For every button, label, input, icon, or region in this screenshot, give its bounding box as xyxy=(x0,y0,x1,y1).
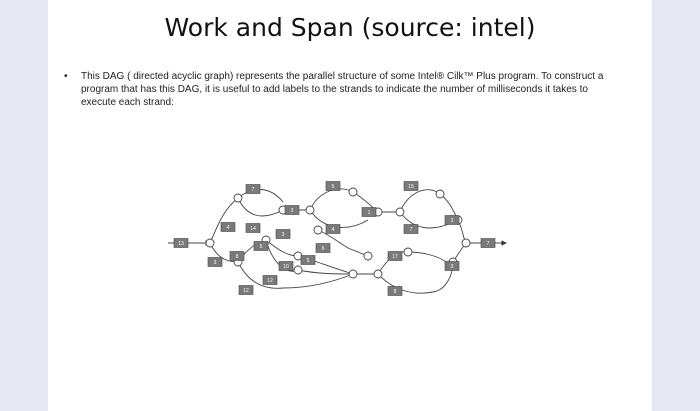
strand-box-s_b1: 5 xyxy=(325,181,341,191)
strand-box-s_l1: 4 xyxy=(220,222,236,232)
strand-label: 3 xyxy=(451,218,454,224)
strand-label: 14 xyxy=(250,226,256,232)
strand-box-s_m3: 12 xyxy=(238,285,254,295)
strand-label: 3 xyxy=(291,208,294,214)
strand-label: 6 xyxy=(322,246,325,252)
strand-box-s_out: 7 xyxy=(480,238,496,248)
strand-label: 4 xyxy=(227,225,230,231)
strand-label: 12 xyxy=(267,278,273,284)
strand-box-s_m6: 10 xyxy=(278,261,294,271)
strand-box-s_m4: 12 xyxy=(262,275,278,285)
strand-label: 4 xyxy=(332,227,335,233)
slide-title: Work and Span (source: intel) xyxy=(164,13,536,42)
strand-label: 5 xyxy=(260,244,263,250)
strand-box-s_c2: 7 xyxy=(403,224,419,234)
strand-label: 5 xyxy=(307,258,310,264)
strand-box-s_r1: 3 xyxy=(444,215,460,225)
strand-label: 10 xyxy=(283,264,289,270)
bullet-text: This DAG ( directed acyclic graph) repre… xyxy=(81,71,604,108)
strand-label: 7 xyxy=(487,241,490,247)
strand-label: 3 xyxy=(451,264,454,270)
strand-box-s_b2: 4 xyxy=(325,224,341,234)
strand-box-s_a1: 7 xyxy=(245,184,261,194)
strand-label: 12 xyxy=(243,288,249,294)
strand-box-s_m5: 3 xyxy=(275,229,291,239)
strand-label: 1 xyxy=(368,210,371,216)
strand-label: 5 xyxy=(332,184,335,190)
bullet-marker: • xyxy=(64,71,68,82)
strand-box-s_j2: 1 xyxy=(361,207,377,217)
strand-label: 8 xyxy=(394,289,397,295)
strand-box-s_m7: 5 xyxy=(300,255,316,265)
strand-label: 17 xyxy=(392,254,398,260)
strand-box-s_n1: 17 xyxy=(387,251,403,261)
strand-box-s_in: 13 xyxy=(173,238,189,248)
strand-box-s_r2: 3 xyxy=(444,261,460,271)
strand-label: 15 xyxy=(408,184,414,190)
strand-label: 7 xyxy=(410,227,413,233)
strand-label: 3 xyxy=(214,260,217,266)
strand-box-s_l2: 3 xyxy=(207,257,223,267)
strand-box-s_n2: 8 xyxy=(387,286,403,296)
strand-box-s_m1: 8 xyxy=(229,251,245,261)
strand-box-s_a2: 14 xyxy=(245,223,261,233)
strand-box-s_c1: 15 xyxy=(403,181,419,191)
strand-box-s_m8: 6 xyxy=(315,243,331,253)
strand-box-s_m2: 5 xyxy=(253,241,269,251)
strand-label: 3 xyxy=(282,232,285,238)
strand-label: 8 xyxy=(236,254,239,260)
strand-label: 13 xyxy=(178,241,184,247)
strand-box-s_j1: 3 xyxy=(284,205,300,215)
strand-label: 7 xyxy=(252,187,255,193)
slide: Work and Span (source: intel) • This DAG… xyxy=(48,0,652,411)
